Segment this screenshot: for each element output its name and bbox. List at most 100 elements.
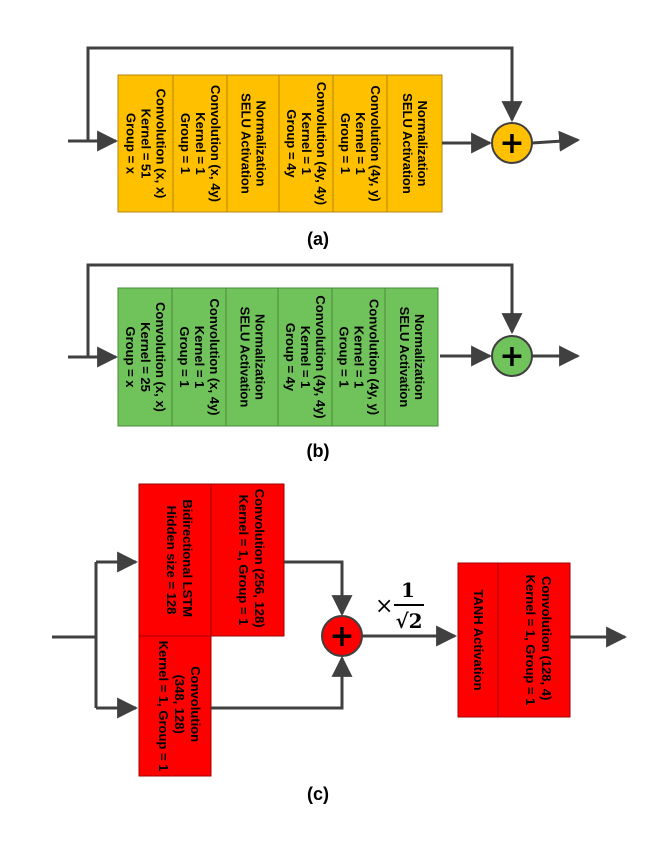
svg-text:Convolution (4y, 4y)Kernel = 1: Convolution (4y, 4y)Kernel = 1Group = 4y (283, 295, 328, 418)
lstm-label-line-1: Bidirectional LSTM (180, 499, 195, 617)
panel-c-caption: (c) (307, 784, 329, 804)
panel-a-block-4-line-1: Convolution (4y, 4y) (314, 82, 329, 205)
conv-out-block: Convolution (128, 4) Kernel = 1, Group =… (497, 562, 571, 718)
panel-a-block-4-box (278, 74, 334, 213)
svg-text:Convolution (x, x)Kernel = 25G: Convolution (x, x)Kernel = 25Group = x (123, 302, 168, 412)
panel-b-block-6-box (384, 287, 439, 427)
svg-text:Convolution (x, 4y)Kernel = 1G: Convolution (x, 4y)Kernel = 1Group = 1 (177, 299, 222, 416)
panel-a-block-2: Convolution (x, 4y)Kernel = 1Group = 1 (172, 74, 228, 213)
panel-b-block-4-line-3: Group = 4y (283, 323, 298, 392)
svg-text:NormalizationSELU Activation: NormalizationSELU Activation (397, 307, 427, 408)
panel-a-block-1-box (117, 74, 174, 213)
panel-b-block-3-line-2: SELU Activation (238, 307, 253, 408)
panel-a-block-6-line-1: Normalization (415, 101, 430, 187)
panel-b-block-5-line-3: Group = 1 (337, 326, 352, 387)
scale-denominator: √2 (395, 609, 422, 633)
panel-b-block-4-line-1: Convolution (4y, 4y) (313, 295, 328, 418)
panel-a-block-3-line-1: Normalization (254, 101, 269, 187)
panel-a-block-3-line-2: SELU Activation (239, 93, 254, 194)
panel-b-block-3-line-1: Normalization (253, 314, 268, 400)
panel-b-block-5-line-2: Kernel = 1 (352, 326, 367, 389)
panel-a-block-5-line-3: Group = 1 (338, 113, 353, 174)
svg-text:NormalizationSELU Activation: NormalizationSELU Activation (239, 93, 269, 194)
panel-b-block-2: Convolution (x, 4y)Kernel = 1Group = 1 (171, 287, 227, 427)
svg-text:TANH Activation: TANH Activation (471, 589, 486, 690)
svg-text:Convolution (128, 4) K: Convolution (128, 4) Kernel = 1, Group =… (523, 575, 554, 706)
panel-c-bottom-to-sum (211, 655, 353, 710)
panel-b-caption: (b) (307, 441, 330, 461)
panel-b-block-1-box (117, 287, 173, 427)
panel-c: Bidirectional LSTM Hidden size = 128 Con… (52, 483, 628, 804)
panel-a-block-6-line-2: SELU Activation (400, 93, 415, 194)
svg-text:Convolution (4y, 4y)Kernel = 1: Convolution (4y, 4y)Kernel = 1Group = 4y (284, 82, 329, 205)
panel-a-block-3: NormalizationSELU Activation (226, 74, 280, 213)
panel-a-block-2-line-3: Group = 1 (178, 113, 193, 174)
panel-c-plus-symbol: + (329, 619, 354, 654)
svg-text:NormalizationSELU Activation: NormalizationSELU Activation (238, 307, 268, 408)
panel-b-block-6-line-2: SELU Activation (397, 307, 412, 408)
panel-b-block-3: NormalizationSELU Activation (225, 287, 279, 427)
conv-out-label-line-2: Kernel = 1, Group = 1 (523, 575, 538, 706)
panel-a-block-4: Convolution (4y, 4y)Kernel = 1Group = 4y (278, 74, 334, 213)
panel-a-block-1: Convolution (x, x)Kernel = 51Group = x (117, 74, 174, 213)
panel-a-caption: (a) (307, 229, 329, 249)
panel-b-block-4-box (277, 287, 333, 427)
conv-top-label-line-2: Kernel = 1, Group = 1 (236, 495, 251, 626)
panel-a-block-6: NormalizationSELU Activation (386, 74, 443, 213)
panel-a-block-5-line-2: Kernel = 1 (353, 112, 368, 175)
conv-bottom-label-line-1: Convolution (188, 666, 203, 742)
panel-b-block-1: Convolution (x, x)Kernel = 25Group = x (117, 287, 173, 427)
conv-top-label-line-1: Convolution (256, 128) (252, 489, 267, 628)
panel-b-block-1-line-1: Convolution (x, x) (153, 302, 168, 412)
conv-bottom-label-line-3: Kernel = 1, Group = 1 (156, 641, 171, 772)
panel-a-block-3-box (226, 74, 280, 213)
panel-b-block-2-box (171, 287, 227, 427)
panel-a-block-1-line-3: Group = x (124, 113, 139, 175)
svg-text:Convolution (256, 128): Convolution (256, 128) Kernel = 1, Group… (236, 489, 267, 631)
panel-b-block-1-line-2: Kernel = 25 (138, 322, 153, 392)
panel-b-block-2-line-3: Group = 1 (177, 326, 192, 387)
conv-out-label-line-1: Convolution (128, 4) (539, 576, 554, 700)
panel-b-plus-symbol: + (499, 339, 524, 374)
scale-times-symbol: × (375, 594, 393, 619)
panel-a-block-2-line-1: Convolution (x, 4y) (208, 85, 223, 202)
panel-b-block-2-line-2: Kernel = 1 (192, 326, 207, 389)
panel-b-block-3-box (225, 287, 279, 427)
panel-b-block-4-line-2: Kernel = 1 (298, 326, 313, 389)
panel-b-block-2-line-1: Convolution (x, 4y) (207, 299, 222, 416)
svg-text:NormalizationSELU Activation: NormalizationSELU Activation (400, 93, 430, 194)
panel-b-skip-connection (86, 263, 523, 358)
lstm-label-line-2: Hidden size = 128 (164, 506, 179, 615)
panel-b-block-4: Convolution (4y, 4y)Kernel = 1Group = 4y (277, 287, 333, 427)
lstm-block: Bidirectional LSTM Hidden size = 128 (138, 483, 212, 637)
svg-text:Convolution (4y, y)Kernel = 1G: Convolution (4y, y)Kernel = 1Group = 1 (338, 85, 383, 201)
panel-c-top-to-sum (284, 560, 353, 617)
svg-text:Convolution (x, x)Kernel = 51G: Convolution (x, x)Kernel = 51Group = x (124, 89, 169, 199)
panel-a-block-1-line-2: Kernel = 51 (139, 109, 154, 179)
panel-a-block-2-box (172, 74, 228, 213)
panel-a-output-arrow (531, 130, 581, 152)
conv-bottom-label-line-2: (348, 128) (172, 675, 187, 734)
panel-b-block-6: NormalizationSELU Activation (384, 287, 439, 427)
panel-b-block-6-line-1: Normalization (412, 314, 427, 400)
svg-text:Convolution (x, 4y)Kernel = 1G: Convolution (x, 4y)Kernel = 1Group = 1 (178, 85, 223, 202)
panel-a-skip-connection (86, 46, 523, 141)
panel-a-block-4-line-3: Group = 4y (284, 109, 299, 178)
panel-b-block-5: Convolution (4y, y)Kernel = 1Group = 1 (331, 287, 386, 427)
svg-text:Convolution (348, 128): Convolution (348, 128) Kernel = 1, Group… (156, 641, 203, 772)
panel-a-block-5: Convolution (4y, y)Kernel = 1Group = 1 (332, 74, 388, 213)
panel-b-block-5-line-1: Convolution (4y, y) (367, 299, 382, 415)
panel-a-block-2-line-2: Kernel = 1 (193, 112, 208, 175)
svg-text:Convolution (4y, y)Kernel = 1G: Convolution (4y, y)Kernel = 1Group = 1 (337, 299, 382, 415)
tanh-block: TANH Activation (457, 562, 499, 718)
scaling-factor-label: × 1 √2 (375, 578, 424, 633)
panel-a-block-4-line-2: Kernel = 1 (299, 112, 314, 175)
panel-a-plus-symbol: + (499, 126, 524, 161)
panel-a-block-1-line-1: Convolution (x, x) (154, 89, 169, 199)
panel-a-block-5-line-1: Convolution (4y, y) (368, 85, 383, 201)
